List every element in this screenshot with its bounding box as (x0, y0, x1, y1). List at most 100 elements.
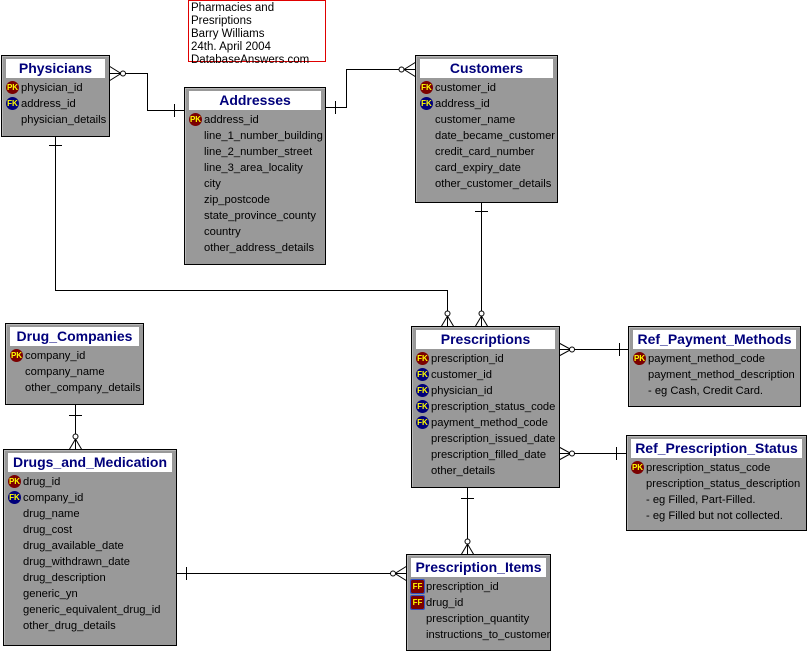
attribute-name: generic_equivalent_drug_id (23, 604, 161, 616)
foreign-key-icon: FK (6, 97, 19, 110)
primary-key-icon: PK (631, 461, 644, 474)
attribute-name: zip_postcode (204, 194, 270, 206)
attribute-name: drug_name (23, 508, 80, 520)
attribute-name: company_id (23, 492, 84, 504)
note-title: Pharmacies and Presriptions (191, 2, 275, 27)
attribute-row: drug_cost (4, 522, 176, 538)
attribute-row: prescription_quantity (407, 611, 550, 627)
rel-payment-prescriptions (558, 342, 629, 357)
entity-title: Ref_Payment_Methods (633, 330, 796, 349)
primary-key-icon: PK (6, 81, 19, 94)
rel-companies-drugs (68, 405, 83, 451)
attribute-row: other_customer_details (416, 176, 557, 192)
attribute-row: physician_details (2, 112, 109, 128)
attribute-row: credit_card_number (416, 144, 557, 160)
attribute-name: company_name (25, 366, 105, 378)
primary-key-icon: PK (8, 475, 21, 488)
attribute-name: drug_available_date (23, 540, 124, 552)
attribute-name: - eg Filled but not collected. (646, 510, 783, 522)
attribute-row: drug_name (4, 506, 176, 522)
attribute-row: country (185, 224, 325, 240)
attribute-name: country (204, 226, 241, 238)
attribute-name: drug_description (23, 572, 106, 584)
foreign-key-icon: FK (416, 352, 429, 365)
attribute-row: other_details (412, 463, 559, 479)
attribute-name: customer_name (435, 114, 516, 126)
attribute-name: line_1_number_building (204, 130, 323, 142)
attribute-name: state_province_county (204, 210, 316, 222)
entity-title: Drugs_and_Medication (8, 453, 172, 472)
attribute-name: other_drug_details (23, 620, 116, 632)
attribute-name: prescription_status_description (646, 478, 801, 490)
foreign-key-icon: FK (416, 416, 429, 429)
attribute-name: instructions_to_customer (426, 629, 551, 641)
entity-title: Addresses (189, 91, 321, 110)
attribute-name: city (204, 178, 221, 190)
attribute-row: instructions_to_customer (407, 627, 550, 643)
attribute-name: physician_id (431, 385, 493, 397)
attribute-name: physician_details (21, 114, 107, 126)
entity-title: Prescription_Items (411, 558, 546, 577)
attribute-row: - eg Cash, Credit Card. (629, 383, 800, 399)
attribute-row: other_drug_details (4, 618, 176, 634)
attribute-row: drug_withdrawn_date (4, 554, 176, 570)
attribute-name: prescription_quantity (426, 613, 530, 625)
attribute-row: line_1_number_building (185, 128, 325, 144)
attribute-row: generic_equivalent_drug_id (4, 602, 176, 618)
rel-physicians-prescriptions (49, 137, 455, 328)
attribute-name: drug_id (23, 476, 61, 488)
foreign-key-icon: FK (416, 368, 429, 381)
entity-title: Prescriptions (416, 330, 555, 349)
attribute-row: drug_description (4, 570, 176, 586)
rel-addresses-physicians (108, 65, 185, 117)
attribute-row: customer_name (416, 112, 557, 128)
attribute-row: prescription_filled_date (412, 447, 559, 463)
attribute-name: physician_id (21, 82, 83, 94)
attribute-name: date_became_customer (435, 130, 556, 142)
attribute-row: date_became_customer (416, 128, 557, 144)
attribute-name: drug_cost (23, 524, 73, 536)
attribute-row: zip_postcode (185, 192, 325, 208)
attribute-row: prescription_issued_date (412, 431, 559, 447)
entity-title: Customers (420, 59, 553, 78)
attribute-name: line_3_area_locality (204, 162, 303, 174)
attribute-row: line_2_number_street (185, 144, 325, 160)
attribute-row: company_name (6, 364, 143, 380)
entity-title: Physicians (6, 59, 105, 78)
attribute-name: drug_withdrawn_date (23, 556, 130, 568)
attribute-name: card_expiry_date (435, 162, 521, 174)
attribute-name: prescription_status_code (431, 401, 556, 413)
note-author: Barry Williams (191, 28, 265, 40)
attribute-name: address_id (435, 98, 490, 110)
attribute-name: drug_id (426, 597, 464, 609)
attribute-row: payment_method_description (629, 367, 800, 383)
attribute-name: payment_method_description (648, 369, 795, 381)
primary-key-icon: PK (10, 349, 23, 362)
attribute-name: - eg Filled, Part-Filled. (646, 494, 756, 506)
diagram-title-note: Pharmacies and Presriptions Barry Willia… (188, 0, 326, 66)
attribute-name: prescription_status_code (646, 462, 771, 474)
attribute-row: card_expiry_date (416, 160, 557, 176)
attribute-row: prescription_status_description (627, 476, 806, 492)
attribute-name: prescription_id (431, 353, 504, 365)
attribute-row: other_address_details (185, 240, 325, 256)
attribute-name: prescription_id (426, 581, 499, 593)
attribute-name: other_details (431, 465, 496, 477)
